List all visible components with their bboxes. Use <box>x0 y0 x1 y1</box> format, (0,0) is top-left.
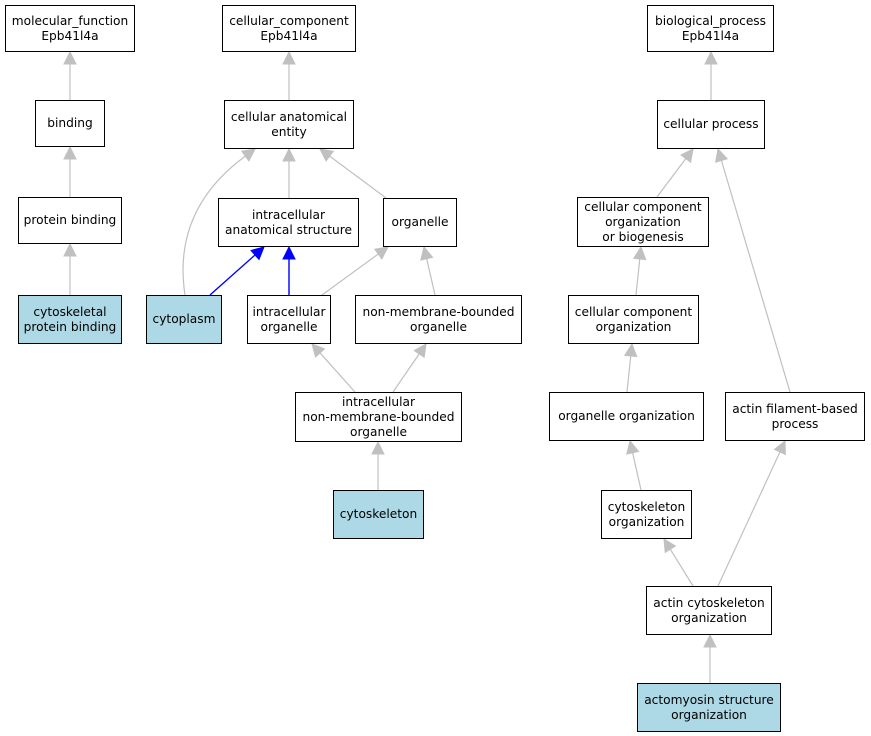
arrowhead-intracellular_nmb_organelle-to-intracellular_organelle <box>311 343 326 358</box>
edge-is_a-organelle_organization-to-cco <box>626 355 632 393</box>
edge-is_a-intracellular_nmb_organelle-to-non_membrane_bounded_organelle <box>392 353 420 393</box>
arrowhead-binding-to-mf_root <box>63 50 77 65</box>
edge-part_of-cytoplasm-to-intracellular_anatomical_structure <box>209 254 256 296</box>
edge-is_a-organelle-to-cellular_anatomical_entity <box>329 155 387 199</box>
arrowhead-intracellular_organelle-to-organelle <box>373 246 389 260</box>
node-intracellular-non-membrane-bounded-organelle: intracellular non-membrane-bounded organ… <box>295 392 462 442</box>
node-molecular-function-root: molecular_function Epb41l4a <box>5 5 135 52</box>
arrowhead-intracellular_anatomical_structure-to-cellular_anatomical_entity <box>282 147 296 162</box>
edge-is_a-intracellular_organelle-to-organelle <box>321 253 379 296</box>
edge-is_a-actin_cytoskeleton_organization-to-actin_filament_based_process <box>717 451 781 587</box>
edge-is_a-actin_filament_based_process-to-cellular_process <box>720 160 791 393</box>
arrowhead-organelle_organization-to-cco <box>623 342 638 358</box>
node-cellular-component-organization: cellular component organization <box>568 295 699 344</box>
node-organelle-organization: organelle organization <box>549 392 704 441</box>
arrowhead-actin_filament_based_process-to-cellular_process <box>715 147 729 163</box>
edge-is_a-intracellular_nmb_organelle-to-intracellular_organelle <box>319 352 356 393</box>
node-cellular-anatomical-entity: cellular anatomical entity <box>224 100 354 149</box>
arrowhead-intracellular_nmb_organelle-to-non_membrane_bounded_organelle <box>413 343 427 359</box>
arrowhead-cytoplasm-to-cellular_anatomical_entity <box>240 148 256 162</box>
arrowhead-actin_cytoskeleton_organization-to-cytoskeleton_organization <box>663 538 677 554</box>
node-cytoskeleton: cytoskeleton <box>333 490 424 539</box>
edge-is_a-non_membrane_bounded_organelle-to-organelle <box>426 258 436 296</box>
edge-is_a-cytoplasm-to-cellular_anatomical_entity <box>182 155 246 296</box>
node-cellular-component-root: cellular_component Epb41l4a <box>222 5 356 52</box>
arrowhead-cytoplasm-to-intracellular_anatomical_structure <box>250 246 265 261</box>
arrowhead-organelle-to-cellular_anatomical_entity <box>319 148 335 162</box>
node-cytoskeletal-protein-binding: cytoskeletal protein binding <box>18 295 122 344</box>
arrowhead-cco-to-ccob <box>632 245 647 261</box>
edge-is_a-cco-to-ccob <box>635 258 641 296</box>
edge-is_a-ccob-to-cellular_process <box>656 158 687 198</box>
node-non-membrane-bounded-organelle: non-membrane-bounded organelle <box>355 295 522 344</box>
arrowhead-intracellular_organelle-to-intracellular_anatomical_structure <box>282 245 296 260</box>
arrowhead-protein_binding-to-binding <box>63 145 77 160</box>
node-organelle: organelle <box>383 198 457 247</box>
edge-is_a-cytoskeleton_organization-to-organelle_organization <box>632 452 642 491</box>
arrowhead-cellular_process-to-bp_root <box>704 50 718 65</box>
node-protein-binding: protein binding <box>18 197 122 244</box>
node-binding: binding <box>35 100 105 147</box>
node-actomyosin-structure-organization: actomyosin structure organization <box>637 683 781 732</box>
node-intracellular-anatomical-structure: intracellular anatomical structure <box>218 198 359 247</box>
node-intracellular-organelle: intracellular organelle <box>247 295 331 344</box>
arrowhead-non_membrane_bounded_organelle-to-organelle <box>420 245 434 261</box>
node-actin-filament-based-process: actin filament-based process <box>725 392 865 441</box>
node-biological-process-root: biological_process Epb41l4a <box>647 5 774 52</box>
edge-is_a-actin_cytoskeleton_organization-to-cytoskeleton_organization <box>669 548 694 587</box>
arrowhead-cytoskeletal_protein_binding-to-protein_binding <box>63 242 77 257</box>
node-cytoskeleton-organization: cytoskeleton organization <box>601 490 692 539</box>
node-cytoplasm: cytoplasm <box>146 295 222 344</box>
arrowhead-actomyosin_structure_organization-to-actin_cytoskeleton_organization <box>703 633 717 648</box>
arrowhead-cellular_anatomical_entity-to-cc_root <box>282 50 296 65</box>
arrowhead-actin_cytoskeleton_organization-to-actin_filament_based_process <box>773 439 786 456</box>
arrowhead-cytoskeleton_organization-to-organelle_organization <box>626 439 640 455</box>
arrowhead-cytoskeleton-to-intracellular_nmb_organelle <box>371 440 385 455</box>
node-actin-cytoskeleton-organization: actin cytoskeleton organization <box>646 586 772 635</box>
arrowhead-ccob-to-cellular_process <box>680 148 694 164</box>
node-cellular-process: cellular process <box>657 100 765 149</box>
node-cellular-component-organization-or-biogenesis: cellular component organization or bioge… <box>577 197 709 247</box>
